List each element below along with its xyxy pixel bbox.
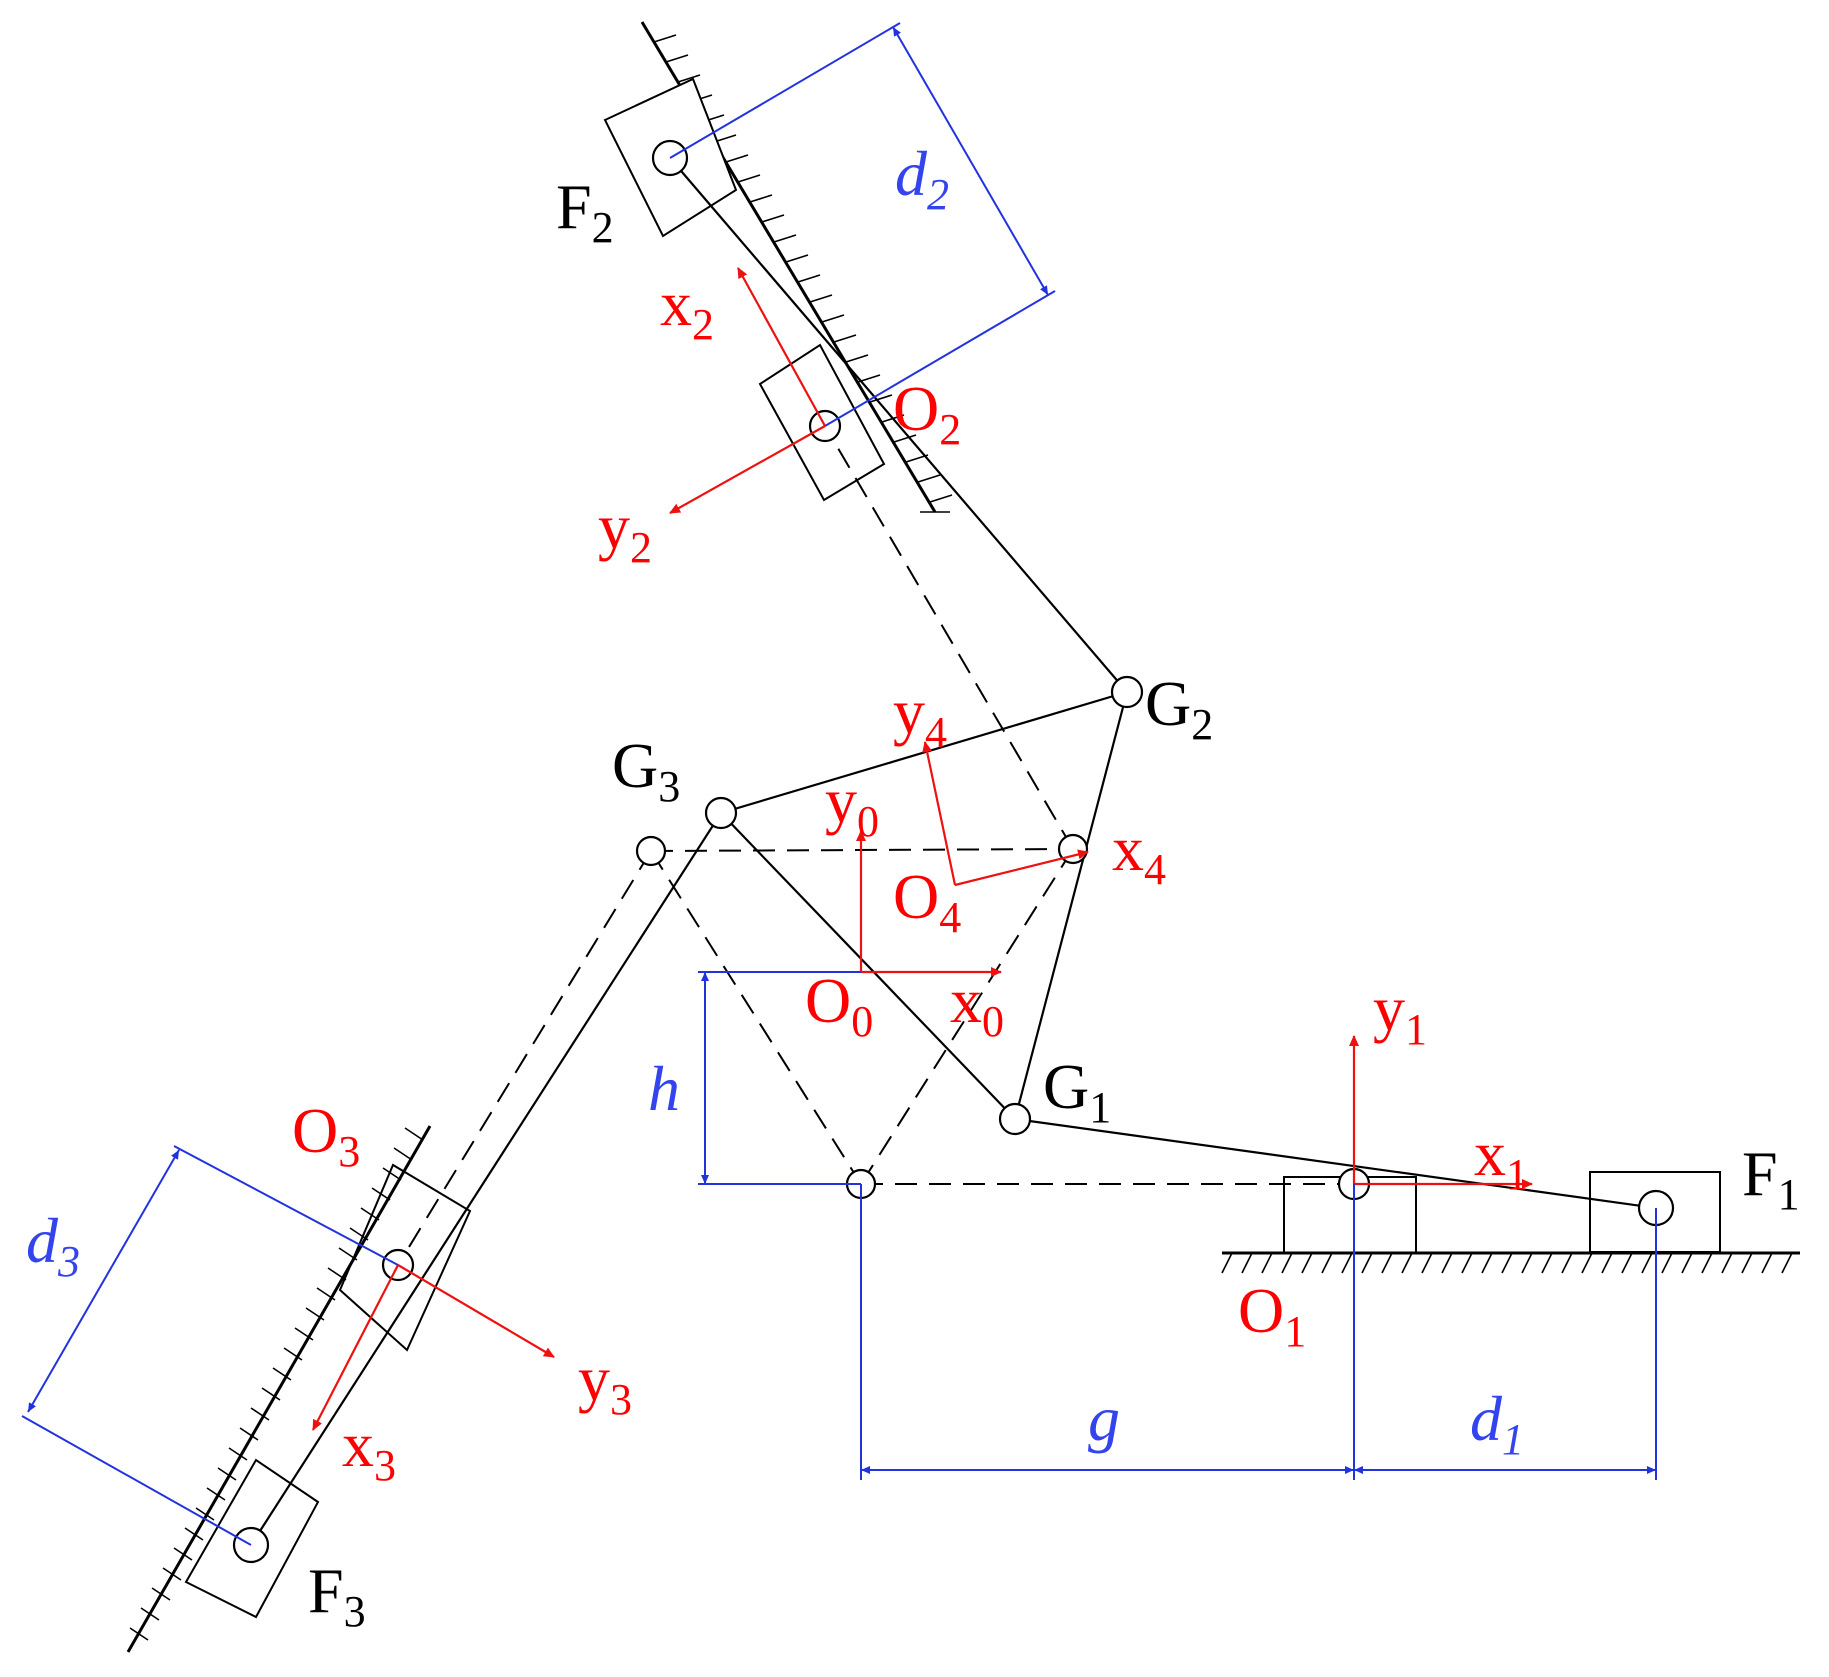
label-y3: y3: [578, 1343, 632, 1424]
ground-bottom: [1221, 1251, 1800, 1274]
label-y0: y0: [825, 765, 879, 846]
joint-g3: [704, 796, 738, 830]
label-o4: O4: [893, 861, 961, 942]
joints: [232, 139, 1675, 1564]
frames: [312, 267, 1533, 1431]
label-f1: F1: [1742, 1138, 1800, 1219]
label-g3: G3: [612, 730, 680, 811]
black-labels: F1 F2 F3 G1 G2 G3: [308, 171, 1800, 1636]
red-labels: O0 x0 y0 O4 x4 y4 O1 x1 y1 O2 x2 y2 O3 x…: [292, 268, 1528, 1490]
joint-ref-left: [635, 835, 667, 867]
label-y2: y2: [598, 491, 652, 572]
label-g1: G1: [1043, 1051, 1111, 1132]
label-g2: G2: [1145, 668, 1213, 749]
label-x0: x0: [950, 965, 1004, 1046]
solid-linkage: [250, 157, 1657, 1546]
label-o3: O3: [292, 1095, 360, 1176]
label-o2: O2: [893, 373, 961, 454]
label-h: h: [648, 1053, 680, 1124]
label-x3: x3: [342, 1409, 396, 1490]
label-o1: O1: [1238, 1275, 1306, 1356]
blue-labels: h g d1 d2 d3: [26, 138, 1524, 1464]
label-f2: F2: [556, 171, 614, 252]
dashed-linkage: [397, 425, 1354, 1266]
label-y1: y1: [1373, 973, 1427, 1054]
label-x4: x4: [1112, 813, 1166, 894]
label-o0: O0: [805, 965, 873, 1046]
joint-g1: [998, 1102, 1032, 1136]
joint-g2: [1110, 675, 1144, 709]
dimensions: [21, 22, 1657, 1546]
label-x1: x1: [1474, 1118, 1528, 1199]
label-d2: d2: [895, 138, 949, 219]
label-f3: F3: [308, 1555, 366, 1636]
label-x2: x2: [660, 268, 714, 349]
label-d1: d1: [1470, 1383, 1524, 1464]
label-y4: y4: [893, 676, 947, 757]
slider-o2: [758, 343, 886, 502]
slider-o3: [338, 1163, 472, 1352]
label-g: g: [1088, 1383, 1120, 1454]
ground-lower-left: [126, 1125, 432, 1653]
label-d3: d3: [26, 1205, 80, 1286]
